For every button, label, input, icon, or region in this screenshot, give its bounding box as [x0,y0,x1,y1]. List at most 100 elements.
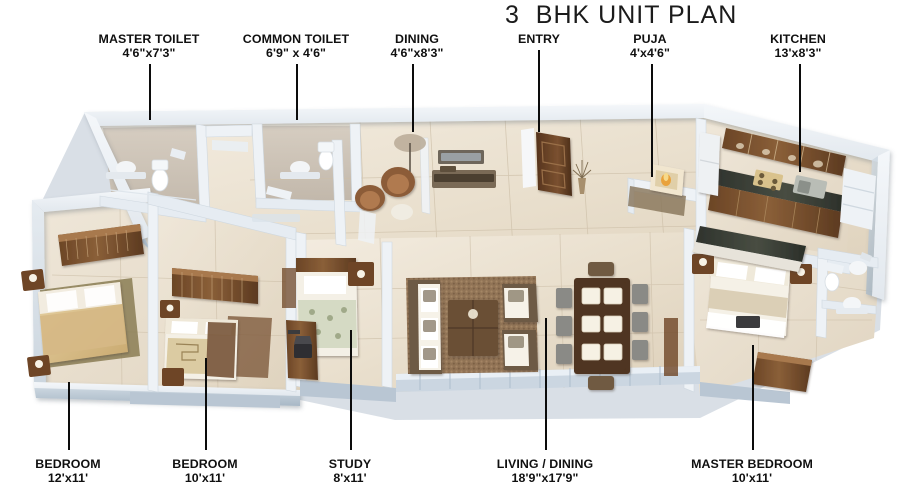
leader-line-living-dining [545,318,547,450]
callout-dimension-bedroom-1: 12'x11' [47,470,89,485]
callout-dimension-master-toilet: 4'6"x7'3" [122,45,176,60]
wall-bedroom1-2 [147,191,159,393]
callout-title-kitchen: KITCHEN [770,32,826,46]
desk-lamp [288,330,300,334]
tap [860,252,872,262]
study-shelf [282,268,296,308]
callout-title-living-dining: LIVING / DINING [496,457,594,471]
armchair-a [381,167,415,197]
wc-2 [317,141,335,171]
headboard [296,258,356,272]
callout-dimension-common-toilet: 6'9" x 4'6" [265,45,327,60]
callout-entry: ENTRY [429,32,649,47]
callout-title-study: STUDY [328,457,372,471]
leader-line-dining [412,64,414,132]
dining-nook-furniture [355,134,496,220]
shower-tray-3 [824,262,844,274]
door-frame [521,128,536,188]
leader-line-master-bedroom [752,345,754,450]
callout-dimension-living-dining: 18'9"x17'9" [511,470,579,485]
armchair-bottom [502,330,538,370]
callout-title-dining: DINING [395,32,439,46]
wc [151,159,169,192]
kitchen-island [692,226,806,272]
leader-line-kitchen [799,64,801,172]
leader-line-puja [651,64,653,177]
desk [286,320,318,380]
wardrobe-2 [172,268,258,304]
utility-area [840,168,876,275]
shower-tray [266,186,292,200]
head-chair-bottom [588,376,614,390]
head-chair-top [588,262,614,276]
leader-line-study [350,330,352,450]
callout-dimension-bedroom-2: 10'x11' [184,470,226,485]
wall-study-living [381,241,393,389]
table-decor [468,309,478,319]
coffee-table [448,300,498,356]
tv-console [432,166,496,188]
base-cabinets [708,184,842,238]
entry-door-assembly [521,128,592,196]
cooktop [752,169,784,191]
callout-title-entry: ENTRY [517,32,561,46]
puja-furniture [628,164,686,216]
kitchen-sink [792,175,828,199]
bed-runner [206,322,236,378]
six-seat-dining-table [556,262,648,390]
bedroom-1-furniture [21,224,144,378]
master-wardrobe [752,352,812,392]
wall-tv [438,150,484,164]
wardrobe [58,224,144,266]
leader-line-master-toilet [149,64,151,120]
ceiling-fixture [394,134,426,172]
leader-line-bedroom-2 [205,358,207,450]
master-toilet-fixtures [106,148,197,201]
armchair-top [502,284,538,322]
callout-dimension-kitchen: 13'x8'3" [774,45,822,60]
utility-basin [849,261,867,275]
misc-details [212,140,376,244]
living-furniture [406,262,648,390]
callout-title-bedroom-2: BEDROOM [172,457,238,471]
laptop [294,344,312,358]
shower-head [170,148,186,160]
window-panel [840,168,876,230]
armchair-b [355,185,385,211]
pillow [304,276,346,294]
corridor-step [212,140,248,152]
callout-title-puja: PUJA [633,32,667,46]
master-attached-toilet [824,262,868,314]
callout-title-master-toilet: MASTER TOILET [98,32,200,46]
callout-dimension-dining: 4'6"x8'3" [390,45,444,60]
common-toilet-fixtures [266,141,335,200]
wash-basin [116,161,136,175]
entrance-door [536,132,572,196]
study-furniture [282,258,374,380]
counter-slab [106,172,146,179]
callout-title-master-bedroom: MASTER BEDROOM [691,457,813,471]
leader-line-entry [538,50,540,132]
callout-dimension-master-bedroom: 10'x11' [731,470,773,485]
bed-throw [708,288,788,318]
three-seat-sofa [408,280,442,374]
corner-shelf [664,318,678,376]
callout-dimension-study: 8'x11' [333,470,367,485]
shrine [650,164,684,196]
wash-basin-2 [290,161,310,175]
side-table [391,204,413,220]
overhead-cabinets [722,128,846,176]
wc-3 [824,272,840,292]
leader-line-common-toilet [296,64,298,120]
callout-title-common-toilet: COMMON TOILET [242,32,350,46]
